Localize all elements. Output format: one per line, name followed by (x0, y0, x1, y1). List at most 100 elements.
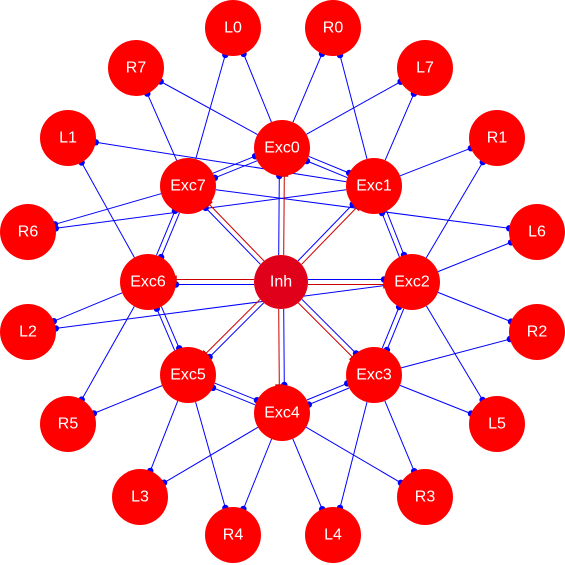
node-exc4: Exc4 (254, 385, 310, 441)
inh-to-exc-edge-Exc1-bar (352, 204, 360, 212)
input-edge-L2-Exc6 (50, 292, 123, 325)
node-r1: R1 (469, 110, 525, 166)
input-edge-L4-Exc3 (336, 401, 368, 512)
node-label-l5: L5 (488, 416, 506, 433)
input-edge-R4-Exc4 (240, 438, 273, 513)
input-edge-R3-Exc3 (384, 400, 418, 475)
inh-to-exc-edge-Exc5-bar (202, 350, 210, 357)
node-label-r2: R2 (527, 324, 548, 341)
input-edge-L3-Exc4 (160, 426, 259, 486)
exc-to-inh-edge-Exc3 (301, 298, 360, 357)
input-edge-L3-Exc5 (147, 400, 179, 475)
input-edge-R2-Exc2 (437, 291, 515, 325)
ring-edge-Exc4-Exc5 (214, 382, 261, 404)
node-circle-l5 (469, 396, 525, 452)
node-label-l0: L0 (224, 20, 242, 37)
node-l1: L1 (40, 110, 96, 166)
inh-to-exc-edge-Exc6 (175, 275, 254, 284)
exc-to-inh-edge-Exc2 (308, 276, 388, 283)
inh-to-exc-edge-Exc5 (202, 298, 261, 357)
ring-edge-Exc3-Exc2 (383, 308, 405, 354)
node-label-r1: R1 (487, 130, 508, 147)
exc-to-inh-edge-Exc7 (202, 204, 261, 265)
node-r5: R5 (40, 396, 96, 452)
node-circle-l7 (397, 40, 453, 96)
inh-to-exc-edge-Exc3 (297, 302, 356, 361)
node-label-l7: L7 (416, 60, 434, 77)
input-edge-L7-Exc0 (306, 78, 404, 135)
node-circle-r5 (40, 396, 96, 452)
node-r2: R2 (509, 304, 565, 360)
node-label-inh: Inh (270, 274, 292, 291)
node-exc0: Exc0 (254, 120, 310, 176)
input-edge-R2-Exc3 (400, 335, 514, 369)
node-label-l2: L2 (19, 324, 37, 341)
node-label-exc4: Exc4 (264, 405, 300, 422)
input-edge-L5-Exc2 (425, 305, 486, 404)
ring-edge-Exc5-Exc4 (209, 384, 256, 406)
node-exc5: Exc5 (160, 347, 216, 403)
node-l2: L2 (0, 304, 56, 360)
node-circle-l4 (305, 507, 361, 563)
node-circle-r3 (397, 469, 453, 525)
input-edge-L0-Exc0 (240, 50, 272, 123)
exc-to-inh-edge-Exc5 (206, 302, 265, 361)
node-circle-exc1 (346, 158, 402, 214)
node-circle-exc3 (346, 347, 402, 403)
node-circle-r1 (469, 110, 525, 166)
node-l4: L4 (305, 507, 361, 563)
node-label-r4: R4 (223, 527, 244, 544)
node-label-r6: R6 (18, 224, 39, 241)
node-r3: R3 (397, 469, 453, 525)
node-label-exc6: Exc6 (130, 274, 166, 291)
inh-to-exc-edge-Exc2 (308, 280, 385, 289)
node-r4: R4 (205, 507, 261, 563)
node-circle-l1 (40, 110, 96, 166)
node-label-exc1: Exc1 (356, 178, 392, 195)
inh-to-exc-edge-Exc7 (205, 201, 265, 262)
inh-to-exc-edge-Exc3-bar (349, 353, 356, 361)
node-l5: L5 (469, 396, 525, 452)
node-label-l6: L6 (528, 224, 546, 241)
node-label-exc5: Exc5 (170, 367, 206, 384)
input-edge-L2-Exc2 (52, 285, 385, 332)
node-circle-l6 (509, 204, 565, 260)
node-label-r7: R7 (126, 60, 147, 77)
node-label-exc0: Exc0 (264, 140, 300, 157)
exc-to-inh-edge-Exc4 (281, 308, 288, 389)
node-circle-exc5 (160, 347, 216, 403)
ring-edge-Exc1-Exc0 (308, 155, 353, 177)
node-circle-exc4 (254, 385, 310, 441)
node-exc3: Exc3 (346, 347, 402, 403)
exc-to-inh-edge-Exc0 (276, 172, 283, 256)
input-edge-L1-Exc6 (78, 159, 135, 258)
node-label-exc7: Exc7 (170, 178, 206, 195)
input-edge-L6-Exc2 (437, 239, 515, 273)
inh-to-exc-edge-Exc0 (280, 175, 289, 256)
input-edge-L5-Exc3 (399, 384, 475, 417)
node-circle-inh (254, 255, 308, 309)
exc-to-inh-edge-Exc6 (172, 281, 254, 288)
node-circle-r0 (305, 0, 361, 56)
ring-edge-Exc2-Exc3 (381, 303, 403, 349)
input-edge-L7-Exc1 (384, 90, 418, 161)
node-circle-r4 (205, 507, 261, 563)
node-r6: R6 (0, 204, 56, 260)
node-exc1: Exc1 (346, 158, 402, 214)
input-edge-L4-Exc4 (292, 438, 326, 513)
node-circle-exc0 (254, 120, 310, 176)
input-edge-R1-Exc1 (399, 145, 475, 177)
node-label-l1: L1 (59, 130, 77, 147)
input-edge-R0-Exc1 (336, 51, 368, 160)
node-r7: R7 (108, 40, 164, 96)
node-circle-exc2 (384, 254, 440, 310)
inh-to-exc-edge-Exc4 (275, 308, 284, 386)
input-edge-R3-Exc4 (305, 426, 405, 486)
node-circle-exc6 (120, 254, 176, 310)
node-r0: R0 (305, 0, 361, 56)
node-l7: L7 (397, 40, 453, 96)
input-edge-R0-Exc0 (292, 50, 326, 123)
input-edge-R5-Exc6 (78, 306, 135, 403)
inh-to-exc-edge-Exc7-bar (205, 201, 213, 208)
